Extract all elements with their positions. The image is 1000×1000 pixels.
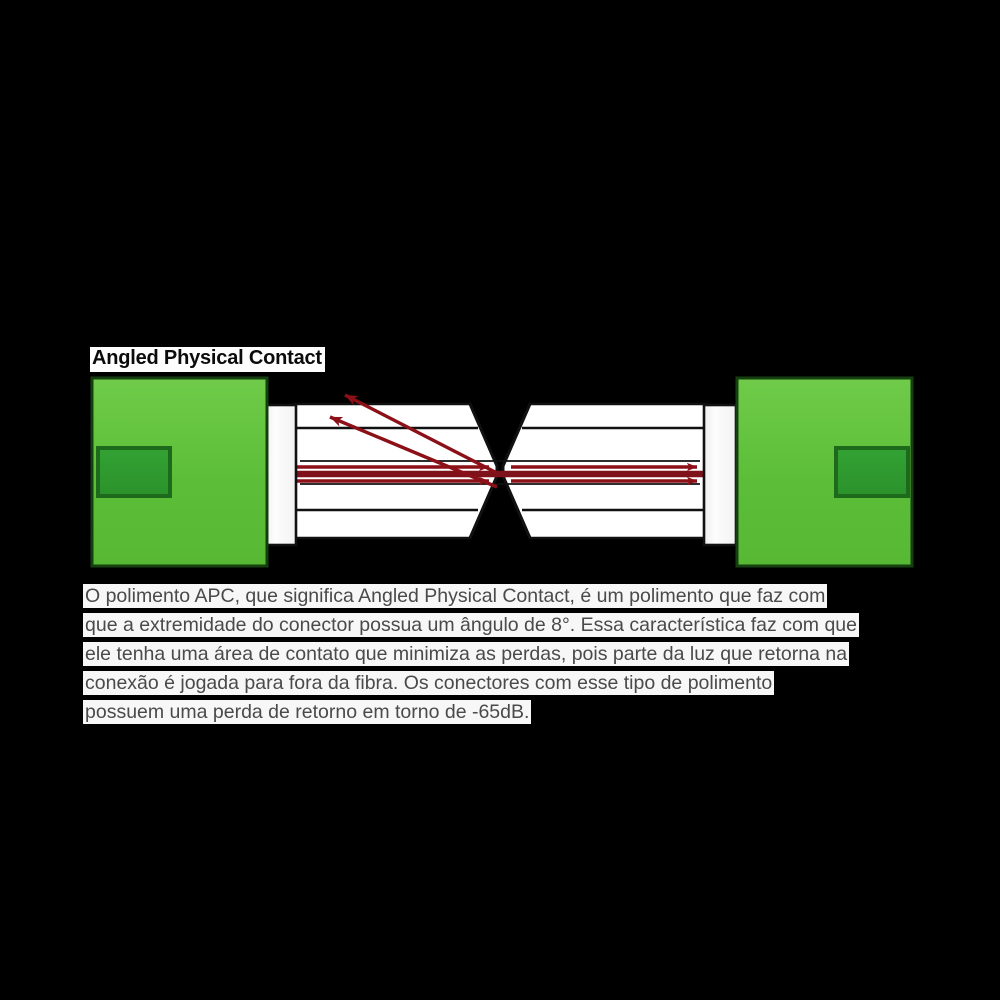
ferrules <box>262 403 738 547</box>
connectors <box>90 376 914 568</box>
caption-line-text: conexão é jogada para fora da fibra. Os … <box>84 672 774 694</box>
caption-line-text: ele tenha uma área de contato que minimi… <box>84 643 849 665</box>
reflected-ray-inner <box>329 415 498 489</box>
left-ferrule <box>262 403 298 547</box>
diagram-title: Angled Physical Contact <box>90 347 325 372</box>
caption-line: possuem uma perda de retorno em torno de… <box>84 698 884 727</box>
caption-line: ele tenha uma área de contato que minimi… <box>84 640 884 669</box>
caption-line-text: que a extremidade do conector possua um … <box>84 614 858 636</box>
caption-block: O polimento APC, que significa Angled Ph… <box>84 582 884 727</box>
caption-line: O polimento APC, que significa Angled Ph… <box>84 582 884 611</box>
right-connector-latch <box>834 446 910 498</box>
right-ferrule <box>702 403 738 547</box>
caption-line: conexão é jogada para fora da fibra. Os … <box>84 669 884 698</box>
caption-line: que a extremidade do conector possua um … <box>84 611 884 640</box>
reflected-ray-outer <box>344 393 496 474</box>
caption-line-text: O polimento APC, que significa Angled Ph… <box>84 585 827 607</box>
left-connector-latch <box>96 446 172 498</box>
light-rays <box>287 393 713 489</box>
caption-line-text: possuem uma perda de retorno em torno de… <box>84 701 531 723</box>
